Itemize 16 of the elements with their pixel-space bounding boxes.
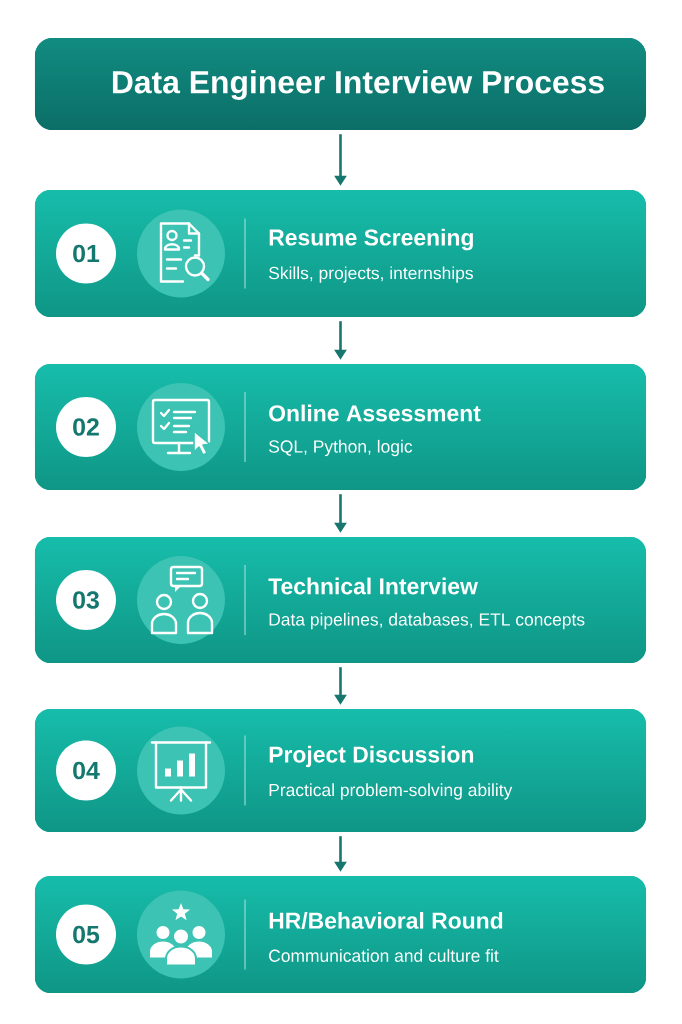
step-heading: Online Assessment [269, 404, 481, 422]
step-number: 03 [56, 570, 116, 630]
step-heading: Technical Interview [268, 577, 478, 595]
step-heading: Resume Screening [269, 228, 473, 251]
step-description: Practical problem-solving ability [269, 783, 513, 800]
step-description: Skills, projects, internships [269, 266, 473, 283]
step-number: 02 [56, 397, 116, 457]
step-description: SQL, Python, logic [269, 439, 413, 457]
title: Data Engineer Interview Process [112, 70, 604, 100]
step-description: Communication and culture fit [269, 949, 499, 962]
step-number: 01 [56, 223, 116, 284]
step-description: Data pipelines, databases, ETL concepts [269, 612, 585, 630]
step-heading: Project Discussion [269, 745, 474, 768]
step-number: 05 [56, 904, 116, 965]
step-heading: HR/Behavioral Round [269, 911, 503, 930]
step-number: 04 [56, 740, 116, 801]
